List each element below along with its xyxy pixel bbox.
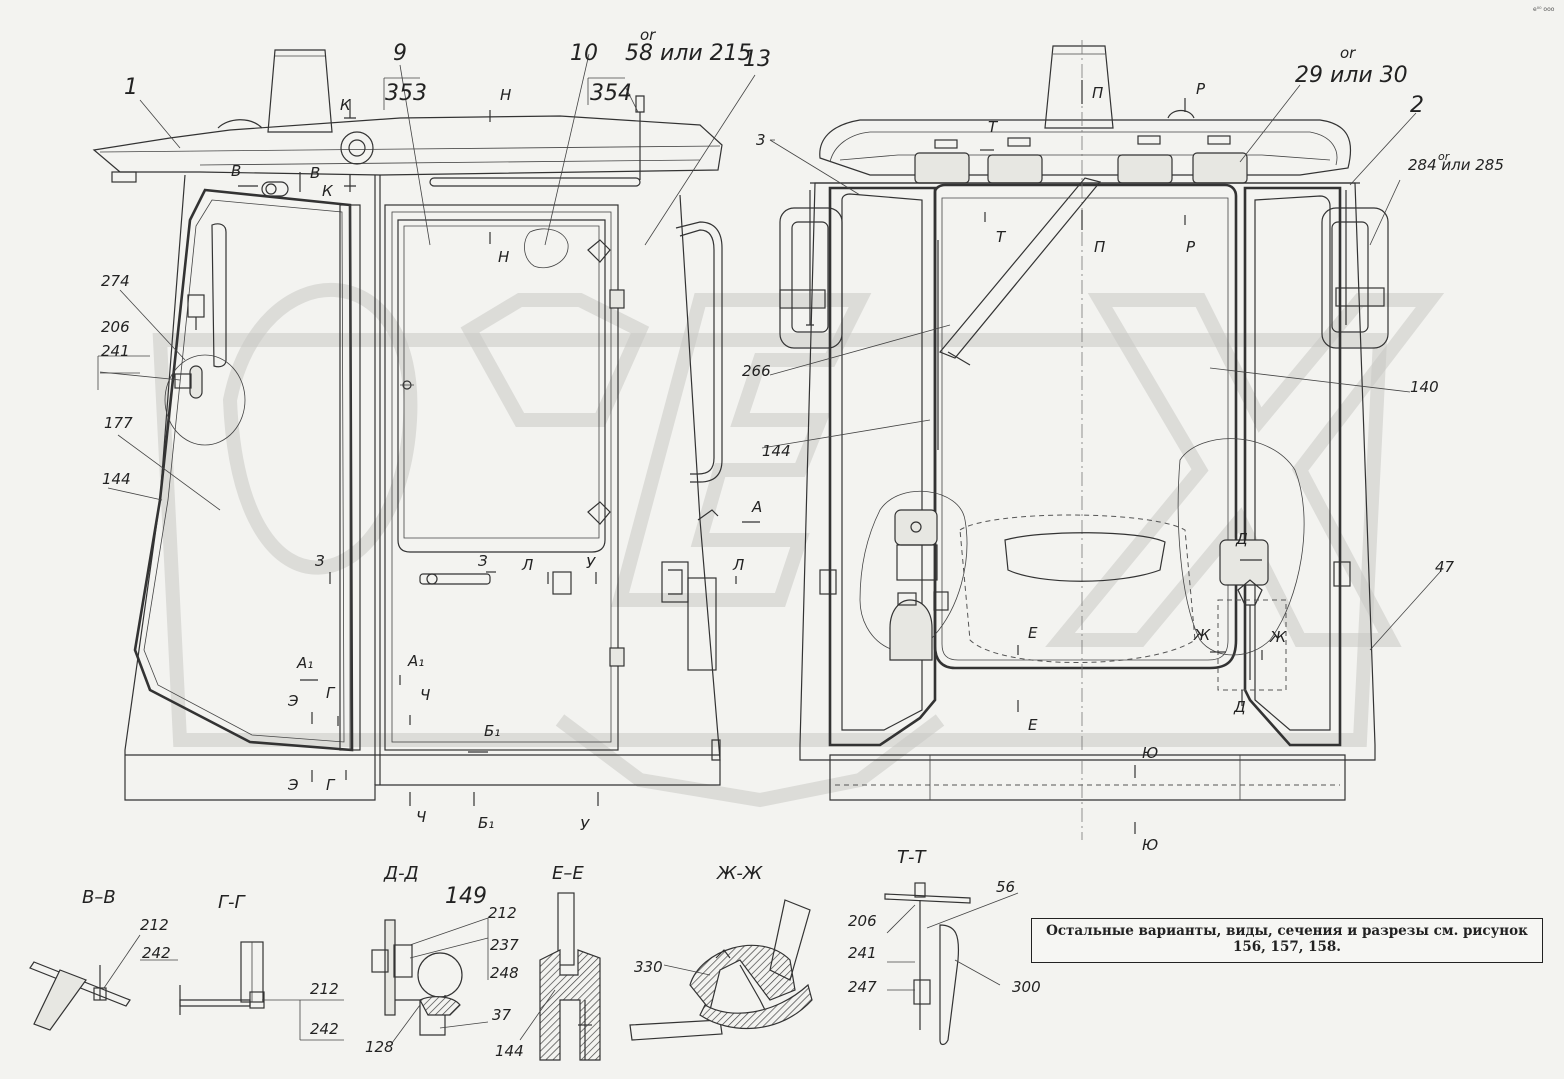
- mark-K2: К: [322, 182, 334, 200]
- note-text: Остальные варианты, виды, сечения и разр…: [1046, 923, 1528, 955]
- label-or-284: or: [1438, 150, 1451, 163]
- label-47: 47: [1435, 558, 1455, 576]
- mark-L2: Л: [732, 556, 744, 574]
- section-titles: В–В Г-Г Д-Д Е–Е Ж-Ж Т-Т: [82, 847, 927, 913]
- label-dd-248: 248: [490, 964, 519, 982]
- part-labels: 1 9 353 10 or 58 или 215 354 13 274 206 …: [101, 26, 1504, 1060]
- section-tt: [884, 882, 1019, 1046]
- note-box: Остальные варианты, виды, сечения и разр…: [1031, 918, 1543, 963]
- title-gg: Г-Г: [218, 892, 247, 913]
- mark-K1: К: [340, 96, 352, 114]
- label-tt-247: 247: [848, 978, 877, 996]
- label-2: 2: [1410, 93, 1424, 118]
- side-view: [92, 49, 760, 806]
- label-9: 9: [393, 41, 407, 66]
- label-ee-144: 144: [495, 1042, 524, 1060]
- label-zz-330: 330: [634, 958, 663, 976]
- mark-T1: Т: [988, 118, 999, 136]
- label-241: 241: [101, 342, 130, 360]
- mark-H1: Н: [500, 86, 511, 104]
- mark-E1: Э: [287, 692, 299, 710]
- mark-Zh1: Ж: [1193, 626, 1211, 644]
- corner-mark: e⁰⁰ ooo: [1533, 6, 1555, 13]
- mark-R2: Р: [1186, 238, 1196, 256]
- mark-Zh2: Ж: [1269, 628, 1287, 646]
- mark-B1a: Б₁: [484, 722, 500, 740]
- mark-T2: Т: [996, 228, 1007, 246]
- mark-U2: У: [580, 816, 590, 834]
- label-284-285: 284 или 285: [1408, 156, 1504, 174]
- label-144-front: 144: [762, 442, 791, 460]
- mark-R1: Р: [1196, 80, 1206, 98]
- mark-Z1: З: [315, 552, 325, 570]
- label-dd-37: 37: [492, 1006, 512, 1024]
- mark-Ye2: Е: [1028, 716, 1038, 734]
- label-266: 266: [742, 362, 771, 380]
- title-vv: В–В: [82, 887, 116, 908]
- label-3: 3: [756, 131, 766, 149]
- label-dd-128: 128: [365, 1038, 394, 1056]
- label-353: 353: [385, 81, 427, 106]
- label-13: 13: [743, 47, 771, 72]
- front-view: [761, 40, 1441, 840]
- title-tt: Т-Т: [897, 847, 927, 868]
- label-dd-237: 237: [490, 936, 519, 954]
- mark-U1: У: [586, 554, 596, 572]
- label-or-left: or: [640, 26, 656, 44]
- label-144: 144: [102, 470, 131, 488]
- label-gg-242: 242: [310, 1020, 339, 1038]
- mark-Z2: З: [478, 552, 488, 570]
- label-vv-242: 242: [142, 944, 171, 962]
- label-58-215: 58 или 215: [625, 41, 752, 66]
- label-1: 1: [124, 75, 138, 100]
- title-zhzh: Ж-Ж: [716, 863, 763, 884]
- label-177: 177: [104, 414, 133, 432]
- mark-G2: Г: [326, 776, 336, 794]
- mark-Ch2: Ч: [416, 808, 426, 826]
- label-29-30: 29 или 30: [1295, 63, 1408, 88]
- label-or-right: or: [1340, 44, 1356, 62]
- label-274: 274: [101, 272, 130, 290]
- mark-A1a: А₁: [296, 654, 313, 672]
- mark-E2: Э: [287, 776, 299, 794]
- label-10: 10: [570, 41, 598, 66]
- section-marks: К К Н Н В В З З Л Л У У А А₁ А₁ Э Э Г Г …: [231, 80, 1287, 854]
- mark-Yu1: Ю: [1142, 744, 1158, 762]
- mark-L1: Л: [521, 556, 533, 574]
- mark-P2: П: [1094, 238, 1105, 256]
- label-vv-212: 212: [140, 916, 169, 934]
- mark-A1b: А₁: [407, 652, 424, 670]
- mark-H2: Н: [498, 248, 509, 266]
- section-zhzh: [629, 899, 813, 1041]
- label-gg-212: 212: [310, 980, 339, 998]
- label-tt-56: 56: [996, 878, 1015, 896]
- label-206: 206: [101, 318, 130, 336]
- mark-D1: Д: [1235, 530, 1248, 548]
- mark-B2: В: [310, 164, 320, 182]
- section-ee: [519, 892, 601, 1061]
- mark-Yu2: Ю: [1142, 836, 1158, 854]
- mark-D2: Д: [1233, 698, 1246, 716]
- mark-B1b: Б₁: [478, 814, 494, 832]
- label-dd-149: 149: [445, 884, 487, 909]
- section-vv: [29, 934, 178, 1031]
- label-354: 354: [590, 81, 632, 106]
- label-dd-212: 212: [488, 904, 517, 922]
- label-tt-241: 241: [848, 944, 877, 962]
- title-ee: Е–Е: [552, 863, 584, 884]
- mark-Ye1: Е: [1028, 624, 1038, 642]
- title-dd: Д-Д: [383, 863, 419, 884]
- mark-P1: П: [1092, 84, 1103, 102]
- label-tt-300: 300: [1012, 978, 1041, 996]
- mark-Ch1: Ч: [420, 686, 430, 704]
- mark-B1: В: [231, 162, 241, 180]
- label-tt-206: 206: [848, 912, 877, 930]
- mark-A: А: [751, 498, 762, 516]
- section-dd: [371, 917, 489, 1044]
- label-140: 140: [1410, 378, 1439, 396]
- section-gg: [179, 941, 344, 1041]
- mark-G1: Г: [326, 684, 336, 702]
